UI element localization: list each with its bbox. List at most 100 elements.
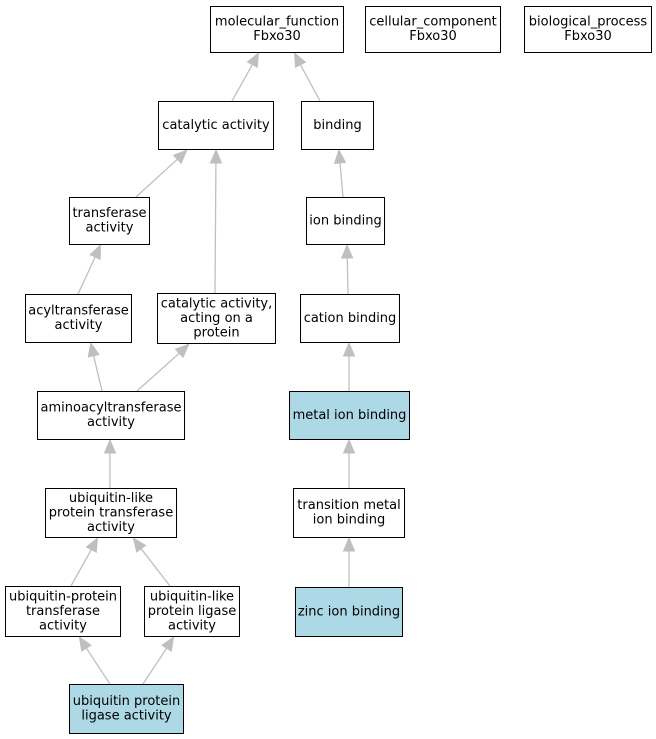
node-catalytic-activity[interactable]: catalytic activity (158, 101, 274, 150)
edge-line (339, 162, 344, 198)
node-label-line: cation binding (304, 311, 397, 326)
arrowhead (174, 343, 190, 359)
node-label-line: catalytic activity (162, 118, 270, 133)
arrowhead (85, 536, 99, 553)
node-cation-binding[interactable]: cation binding (300, 294, 400, 343)
edge-line (135, 158, 178, 198)
node-zinc-ion-binding[interactable]: zinc ion binding (295, 587, 403, 637)
node-label-line: ubiquitin-protein (9, 589, 117, 604)
arrowhead (132, 537, 147, 553)
edge-line (92, 355, 103, 392)
node-label-line: protein (193, 325, 239, 340)
node-label-line: binding (313, 118, 361, 133)
arrowhead (172, 149, 188, 165)
edge-line (70, 549, 92, 587)
node-box (158, 101, 274, 150)
node-label-line: zinc ion binding (298, 604, 400, 619)
node-label-line: acting on a (180, 311, 253, 326)
node-box (306, 197, 385, 245)
arrowhead (87, 341, 100, 358)
node-label-line: activity (39, 618, 87, 633)
node-box (301, 101, 374, 150)
node-box (45, 488, 177, 538)
edge-line (299, 64, 321, 102)
node-label-line: activity (87, 520, 135, 535)
arrowhead (246, 51, 260, 68)
edge-line (142, 647, 168, 685)
edge-line (231, 64, 253, 102)
node-label-line: molecular_function (215, 15, 339, 30)
edge-ubiquitin_protein_ligase-to-ubiquitin_protein_transferase (78, 636, 111, 685)
node-label-line: transferase (72, 206, 146, 221)
nodes-layer: molecular_functionFbxo30cellular_compone… (5, 6, 652, 734)
node-label-line: Fbxo30 (564, 29, 612, 44)
edge-cation_binding-to-ion_binding (340, 243, 354, 295)
node-label-line: protein transferase (49, 505, 173, 520)
node-label-line: cellular_component (369, 15, 497, 30)
edge-line (346, 257, 349, 295)
node-label-line: ion binding (313, 513, 385, 528)
edge-acyltransferase_activity-to-transferase_activity (77, 243, 101, 295)
node-box (37, 391, 185, 440)
edge-line (77, 256, 96, 295)
arrowhead (103, 438, 117, 454)
edge-line (136, 352, 180, 392)
node-label-line: catalytic activity, (161, 296, 273, 311)
node-label-line: transition metal (297, 498, 400, 513)
node-label-line: metal ion binding (293, 408, 407, 423)
edge-ubiquitin_protein_ligase-to-ubiquitin_like_ligase (142, 636, 175, 685)
arrowhead (342, 341, 356, 357)
arrowhead (293, 51, 307, 68)
node-ion-binding[interactable]: ion binding (306, 197, 385, 245)
node-box (293, 488, 405, 538)
node-box (25, 294, 132, 343)
edge-aminoacyltransferase_activity-to-catalytic_activity_protein (136, 343, 190, 392)
edge-catalytic_activity_protein-to-catalytic_activity (209, 148, 223, 294)
edge-zinc_ion_binding-to-transition_metal_ion_binding (342, 536, 356, 587)
node-box (289, 391, 410, 440)
arrowhead (342, 536, 356, 552)
node-label-line: ligase activity (81, 709, 172, 724)
edge-binding-to-molecular_function (293, 51, 321, 102)
node-box (524, 6, 652, 53)
edge-ubiquitin_like_ligase-to-ubiquitin_like_transferase (132, 537, 171, 587)
edge-line (140, 548, 171, 587)
node-box (69, 197, 150, 245)
arrowhead (340, 243, 354, 259)
edge-transition_metal_ion_binding-to-metal_ion_binding (342, 438, 356, 488)
node-label-line: activity (168, 618, 216, 633)
edge-aminoacyltransferase_activity-to-acyltransferase_activity (87, 341, 103, 392)
node-box (300, 294, 400, 343)
node-label-line: activity (87, 415, 135, 430)
node-box (295, 587, 403, 637)
node-binding[interactable]: binding (301, 101, 374, 150)
node-label-line: activity (55, 318, 103, 333)
node-box (210, 6, 344, 53)
node-label-line: ubiquitin-like (69, 491, 153, 506)
node-label-line: ubiquitin-like (150, 589, 234, 604)
node-label-line: biological_process (529, 15, 648, 30)
node-label-line: ubiquitin protein (73, 694, 181, 709)
arrowhead (209, 148, 223, 164)
node-metal-ion-binding[interactable]: metal ion binding (289, 391, 410, 440)
node-box (69, 684, 184, 734)
edge-transferase_activity-to-catalytic_activity (135, 149, 188, 198)
edge-line (214, 162, 217, 294)
edge-ion_binding-to-binding (333, 148, 347, 198)
node-box (144, 586, 240, 637)
edge-ubiquitin_protein_transferase-to-ubiquitin_like_transferase (70, 536, 99, 587)
node-box (157, 293, 276, 344)
node-label-line: acyltransferase (28, 304, 129, 319)
